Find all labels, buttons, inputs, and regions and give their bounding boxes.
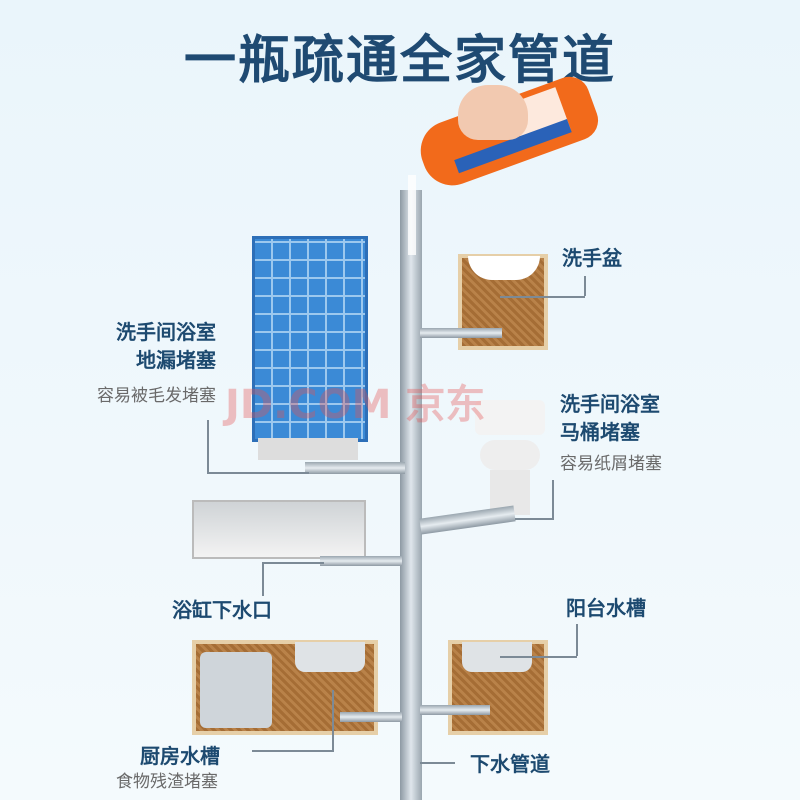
leader-line xyxy=(420,762,455,764)
water-heater xyxy=(200,652,272,728)
toilet-note: 容易纸屑堵塞 xyxy=(560,454,662,474)
label-toilet-line2: 马桶堵塞 xyxy=(560,420,640,444)
shower-floor xyxy=(258,438,358,460)
hand xyxy=(458,85,528,140)
balcony-drain-pipe xyxy=(420,705,490,715)
floor-drain-note: 容易被毛发堵塞 xyxy=(97,386,216,406)
label-balcony: 阳台水槽 xyxy=(566,596,646,620)
kitchen-sink xyxy=(295,642,365,672)
kitchen-drain-pipe xyxy=(340,712,402,722)
leader-line xyxy=(500,296,585,298)
kitchen-note: 食物残渣堵塞 xyxy=(116,772,218,792)
liquid-stream xyxy=(408,175,416,255)
label-floor-drain-line1: 洗手间浴室 xyxy=(116,320,216,344)
label-main-pipe: 下水管道 xyxy=(470,752,550,776)
bathtub xyxy=(192,500,366,559)
label-floor-drain-line2: 地漏堵塞 xyxy=(136,348,216,372)
toilet-drain-pipe xyxy=(419,505,516,535)
leader-line xyxy=(576,624,578,656)
shower-wall xyxy=(252,236,368,442)
basin-drain-pipe xyxy=(420,328,502,338)
watermark: JD.COM 京东 xyxy=(225,382,486,428)
leader-line xyxy=(262,562,324,596)
leader-line xyxy=(515,480,554,520)
label-kitchen: 厨房水槽 xyxy=(140,744,220,768)
leader-line xyxy=(252,690,334,752)
basin xyxy=(468,256,540,280)
bathtub-drain-pipe xyxy=(320,556,402,566)
leader-line xyxy=(207,420,309,474)
leader-line xyxy=(500,656,577,658)
leader-line xyxy=(584,276,586,296)
floor-drain-pipe xyxy=(305,462,405,474)
label-basin: 洗手盆 xyxy=(562,246,622,270)
main-drain-pipe xyxy=(400,190,422,800)
page-title: 一瓶疏通全家管道 xyxy=(183,31,616,91)
label-toilet-line1: 洗手间浴室 xyxy=(560,392,660,416)
label-bathtub: 浴缸下水口 xyxy=(172,598,272,622)
